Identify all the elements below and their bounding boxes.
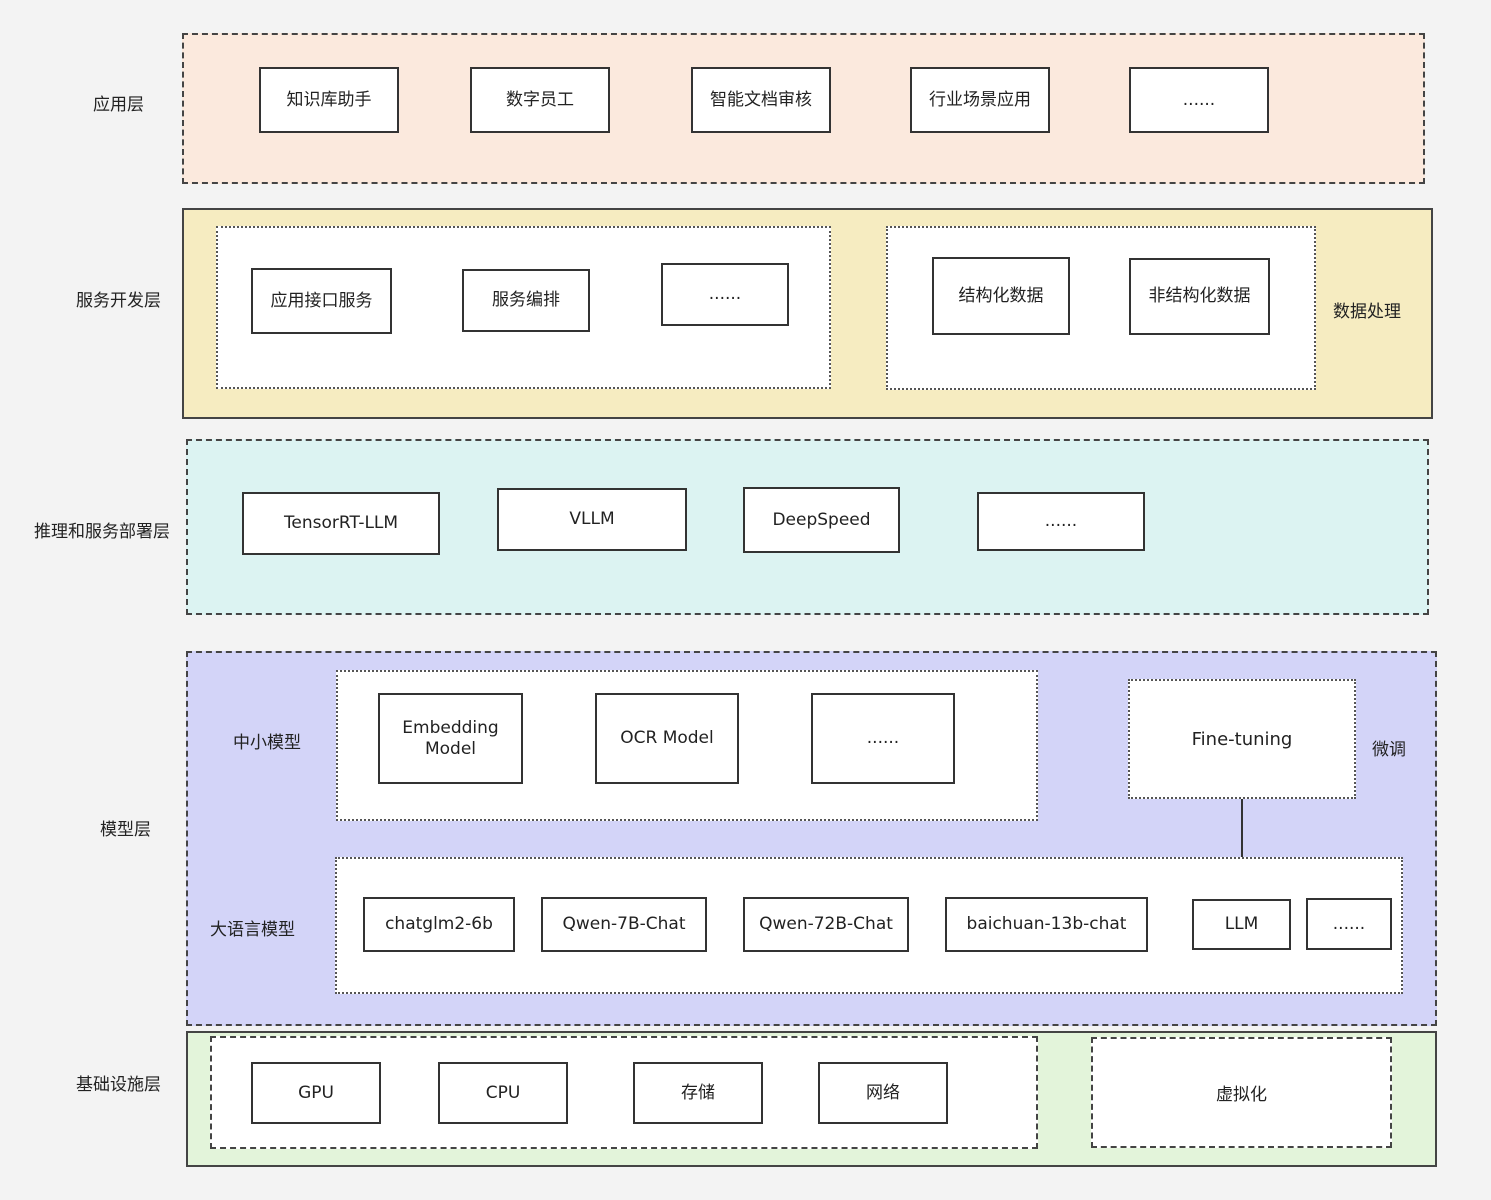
inference-item-deepspeed: DeepSpeed [743,487,900,553]
service-item-orchestration: 服务编排 [462,269,590,332]
small-models-label: 中小模型 [233,733,301,753]
data-processing-label: 数据处理 [1333,302,1401,322]
inference-item-vllm: VLLM [497,488,687,551]
data-item-unstructured: 非结构化数据 [1129,258,1270,335]
app-item-more: ...... [1129,67,1269,133]
data-item-structured: 结构化数据 [932,257,1070,335]
service-item-more: ...... [661,263,789,326]
finetuning-label: 微调 [1372,740,1406,760]
infra-item-network: 网络 [818,1062,948,1124]
llm-label: 大语言模型 [210,920,295,940]
infra-item-cpu: CPU [438,1062,568,1124]
infra-virtualization: 虚拟化 [1091,1037,1392,1148]
model-item-ocr: OCR Model [595,693,739,784]
app-layer-title: 应用层 [93,95,144,115]
inference-item-tensorrt-llm: TensorRT-LLM [242,492,440,555]
infra-item-gpu: GPU [251,1062,381,1124]
service-layer-title: 服务开发层 [76,291,161,311]
model-item-embedding: Embedding Model [378,693,523,784]
inference-item-more: ...... [977,492,1145,551]
app-item-knowledge-assistant: 知识库助手 [259,67,399,133]
infra-item-storage: 存储 [633,1062,763,1124]
llm-item-qwen-7b: Qwen-7B-Chat [541,897,707,952]
app-item-doc-review: 智能文档审核 [691,67,831,133]
model-layer-title: 模型层 [100,820,151,840]
infra-layer-title: 基础设施层 [76,1075,161,1095]
llm-item-baichuan: baichuan-13b-chat [945,897,1148,952]
llm-item-chatglm2: chatglm2-6b [363,897,515,952]
infra-virtualization-label: 虚拟化 [1216,1085,1267,1105]
inference-layer-title: 推理和服务部署层 [34,522,170,542]
app-item-digital-employee: 数字员工 [470,67,610,133]
service-item-api: 应用接口服务 [251,268,392,334]
llm-item-qwen-72b: Qwen-72B-Chat [743,897,909,952]
app-item-industry-apps: 行业场景应用 [910,67,1050,133]
llm-item-llm: LLM [1192,899,1291,950]
finetuning-box: Fine-tuning [1128,679,1356,799]
llm-item-more: ...... [1306,898,1392,950]
model-item-small-more: ...... [811,693,955,784]
